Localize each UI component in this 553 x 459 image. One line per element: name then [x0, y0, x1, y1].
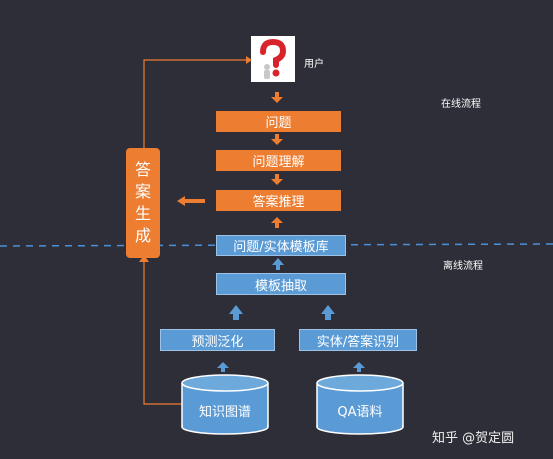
user-question-icon: [251, 36, 295, 82]
qa-database-cylinder: [316, 374, 404, 435]
template-extraction-box: 模板抽取: [216, 273, 346, 295]
question-understanding-step: 问题理解: [216, 150, 341, 171]
answer-gen-to-user-arrowhead: [246, 56, 252, 64]
template-library-box: 问题/实体模板库: [216, 235, 346, 256]
user-label: 用户: [304, 59, 324, 70]
arrow-understanding-to-reasoning: [271, 174, 283, 185]
kg-to-answer-gen-line: [143, 258, 182, 405]
arrow-template-lib-to-reasoning: [271, 217, 283, 228]
arrow-reasoning-to-answer-gen: [177, 196, 205, 206]
entity-recognition-box: 实体/答案识别: [299, 329, 417, 351]
question-step: 问题: [216, 111, 341, 132]
answer-generation-box: 答案生成: [126, 148, 160, 258]
kg-database-cylinder: [181, 374, 269, 435]
knowledge-graph-label: 知识图谱: [198, 405, 251, 420]
predict-generalize-box: 预测泛化: [160, 329, 275, 351]
arrow-qa-to-recognize: [353, 362, 365, 372]
arrow-question-to-understanding: [271, 134, 283, 145]
answer-reasoning-step: 答案推理: [216, 190, 341, 211]
arrow-extract-to-template-lib: [272, 258, 284, 270]
answer-gen-to-user-line: [143, 59, 250, 148]
arrow-generalize-to-extract: [229, 305, 243, 320]
arrow-kg-to-generalize: [217, 362, 229, 372]
zhihu-watermark: 知乎 @贺定圆: [432, 431, 515, 446]
offline-process-label: 离线流程: [443, 261, 483, 272]
arrow-user-to-question: [271, 92, 283, 103]
arrow-recognize-to-extract: [321, 305, 335, 320]
kg-to-answer-gen-arrowhead: [139, 255, 149, 262]
online-process-label: 在线流程: [441, 99, 481, 110]
qa-corpus-label: QA语料: [337, 405, 383, 420]
